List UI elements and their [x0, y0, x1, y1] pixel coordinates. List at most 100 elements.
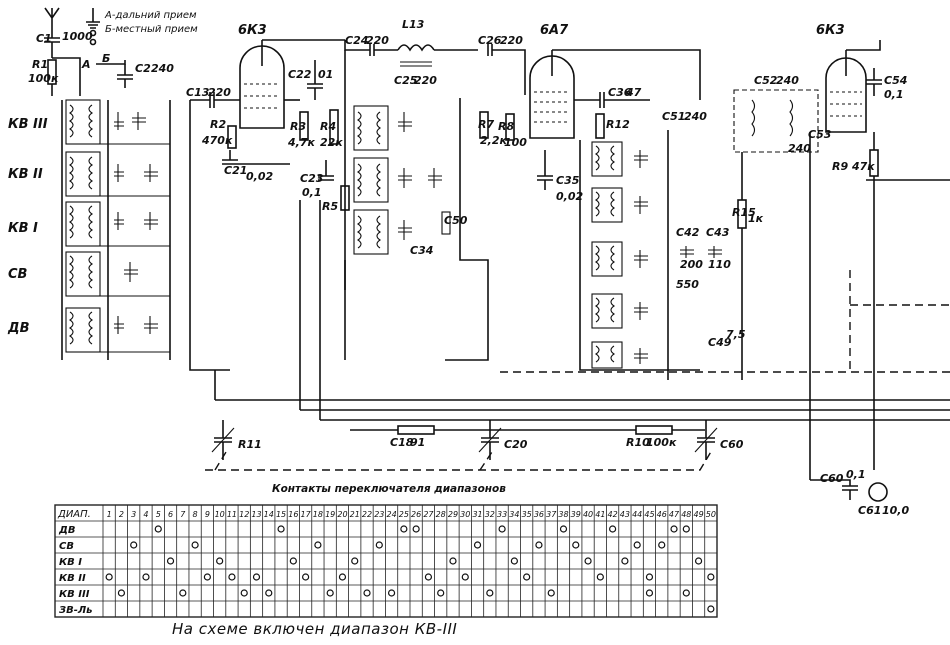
- table-contact-dot: [473, 541, 482, 549]
- legend-a: А-дальний прием: [104, 10, 197, 21]
- table-contact-dot: [154, 525, 162, 533]
- table-col-header: 35: [522, 510, 532, 519]
- table-contact-dot: [670, 525, 678, 533]
- c13-label: C13: [186, 86, 210, 99]
- table-row-label: СВ: [59, 541, 74, 552]
- c20-label: R11: [238, 438, 262, 451]
- tube-1: 6К3: [238, 23, 345, 129]
- table-contact-dot: [412, 525, 420, 533]
- table-contact-dot: [289, 557, 297, 565]
- band-labels: КВ III КВ II КВ I СВ ДВ: [7, 117, 48, 336]
- table-contact-dot: [179, 589, 187, 597]
- osc-coil-4: [591, 293, 648, 329]
- switch-a: А: [81, 58, 91, 71]
- table-row-label: ЗВ-Ль: [59, 605, 93, 616]
- tube-2: 6А7: [529, 23, 701, 139]
- band-label-sv: СВ: [8, 267, 28, 282]
- r5-label: R5: [322, 200, 338, 213]
- table-contact-dot: [375, 541, 383, 549]
- c2-label: C2: [135, 62, 151, 75]
- legend-b: Б-местный прием: [105, 24, 198, 35]
- switch-b: Б: [102, 52, 110, 65]
- c35-value: 0,02: [556, 190, 583, 203]
- table-row-label: КВ I: [59, 557, 82, 568]
- tube-3: 6К3 C54 0,1 R9 47к: [809, 23, 950, 480]
- table-col-header: 39: [571, 510, 581, 519]
- table-contact-dot: [105, 573, 113, 581]
- table-col-header: 33: [497, 510, 507, 519]
- table-col-header: 1: [107, 510, 112, 519]
- table-col-header: 23: [374, 510, 384, 519]
- table-contact-dot: [203, 573, 211, 581]
- table-contact-dot: [130, 541, 138, 549]
- table-contact-dot: [265, 589, 273, 597]
- table-col-header: 27: [423, 510, 434, 519]
- coil-group-kv1: [65, 201, 158, 247]
- coil-group-sv: [65, 251, 138, 297]
- r4-value: 22к: [320, 136, 343, 149]
- c45-value: 550: [676, 278, 699, 291]
- c34-label: C20: [504, 438, 528, 451]
- table-col-header: 9: [205, 510, 210, 519]
- table-contact-dot: [584, 557, 592, 565]
- coil-group-kv3: [65, 99, 146, 145]
- osc-coil-3: [591, 241, 648, 277]
- r1-ref: R1: [32, 58, 48, 71]
- table-contact-dot: [252, 573, 261, 581]
- c1-value: 1000: [62, 30, 93, 43]
- r15-value: 1к: [748, 212, 764, 225]
- table-col-header: 21: [350, 510, 360, 519]
- c54-value: 0,1: [884, 88, 904, 101]
- c23-value: 0,1: [302, 186, 322, 199]
- table-contact-dot: [523, 573, 531, 581]
- osc-coil-1: [591, 141, 648, 177]
- r2-ref: R2: [210, 118, 226, 131]
- table-contact-dot: [216, 557, 224, 565]
- table-col-header: 32: [485, 510, 495, 519]
- c24-value: 220: [366, 34, 389, 47]
- c13-value: 220: [208, 86, 231, 99]
- c42-label: C42: [676, 226, 700, 239]
- table-col-header: 47: [669, 510, 680, 519]
- r10-label: C18: [390, 436, 414, 449]
- c21-value: 0,02: [246, 170, 273, 183]
- table-contact-dot: [424, 573, 433, 581]
- table-col-header: 26: [411, 510, 421, 519]
- table-contact-dot: [547, 589, 555, 597]
- switch-table: Контакты переключателя диапазонов ДИАП.1…: [54, 483, 718, 618]
- r2-value: 470к: [201, 134, 233, 147]
- c51-value: 240: [684, 110, 707, 123]
- table-col-header: 13: [251, 510, 261, 519]
- c24-label: C24: [345, 34, 368, 47]
- table-contact-dot: [387, 589, 396, 597]
- table-col-header: 7: [180, 510, 186, 519]
- table-col-header: 22: [362, 510, 372, 519]
- table-contact-dot: [535, 541, 543, 549]
- table-col-header: 10: [215, 510, 225, 519]
- c22-value: 01: [318, 68, 333, 81]
- antenna-section: А-дальний прием Б-местный прием C1 1000 …: [28, 7, 198, 96]
- r7-value: 2,2к: [480, 134, 507, 147]
- table-col-header: 50: [706, 510, 716, 519]
- table-contact-dot: [707, 605, 715, 613]
- if-transformer: C52 240 C53 240 R15 1к: [732, 74, 832, 380]
- table-contact-dot: [277, 525, 285, 533]
- c36-value: 47: [625, 86, 642, 99]
- c42-value: 200: [680, 258, 703, 271]
- table-row-label: КВ III: [59, 589, 90, 600]
- table-contact-dot: [645, 573, 654, 581]
- c49-label: C49: [708, 336, 732, 349]
- table-col-header: 12: [239, 510, 249, 519]
- r3-value: 4,7к: [287, 136, 315, 149]
- table-col-header: 5: [156, 510, 161, 519]
- table-col-header: 46: [657, 510, 667, 519]
- rf-tank: C24 220 L13 C25 220 C26 220 C34 C50 R5: [322, 18, 526, 361]
- table-col-header: 36: [534, 510, 544, 519]
- bus-lines: C18 91 R10 100к R11 C20 C60 C60 0,1 C61 …: [205, 200, 950, 517]
- coil-group-dv: [65, 307, 158, 353]
- osc-coil-5: [591, 341, 648, 369]
- band-label-kv1: КВ I: [8, 221, 38, 236]
- table-contact-dot: [351, 557, 359, 565]
- c43-value: 110: [708, 258, 731, 271]
